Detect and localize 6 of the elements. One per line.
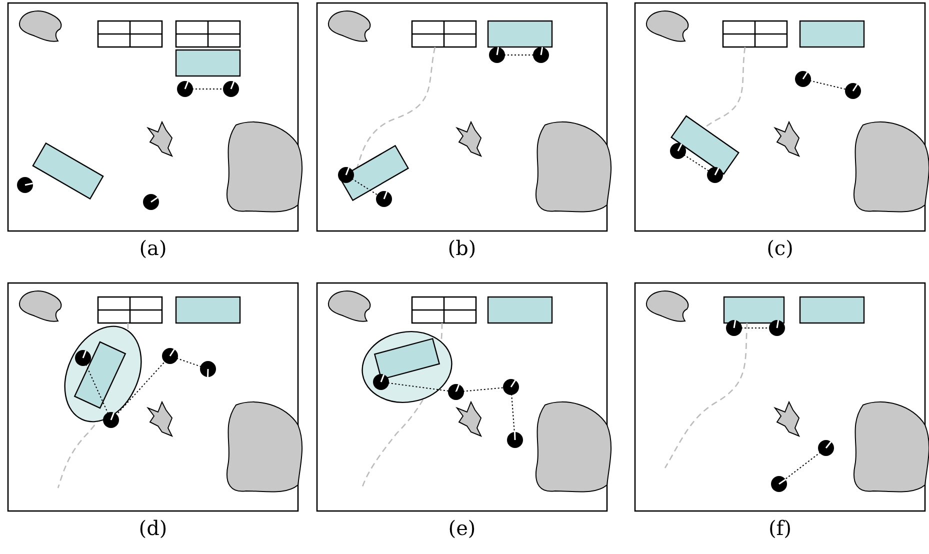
panel-label: (d) <box>138 516 168 540</box>
panel-label: (f) <box>768 516 792 540</box>
panel-label: (b) <box>448 236 476 260</box>
panel-label: (e) <box>448 516 476 540</box>
panel-label: (c) <box>766 236 794 260</box>
panel-label: (a) <box>139 236 167 260</box>
